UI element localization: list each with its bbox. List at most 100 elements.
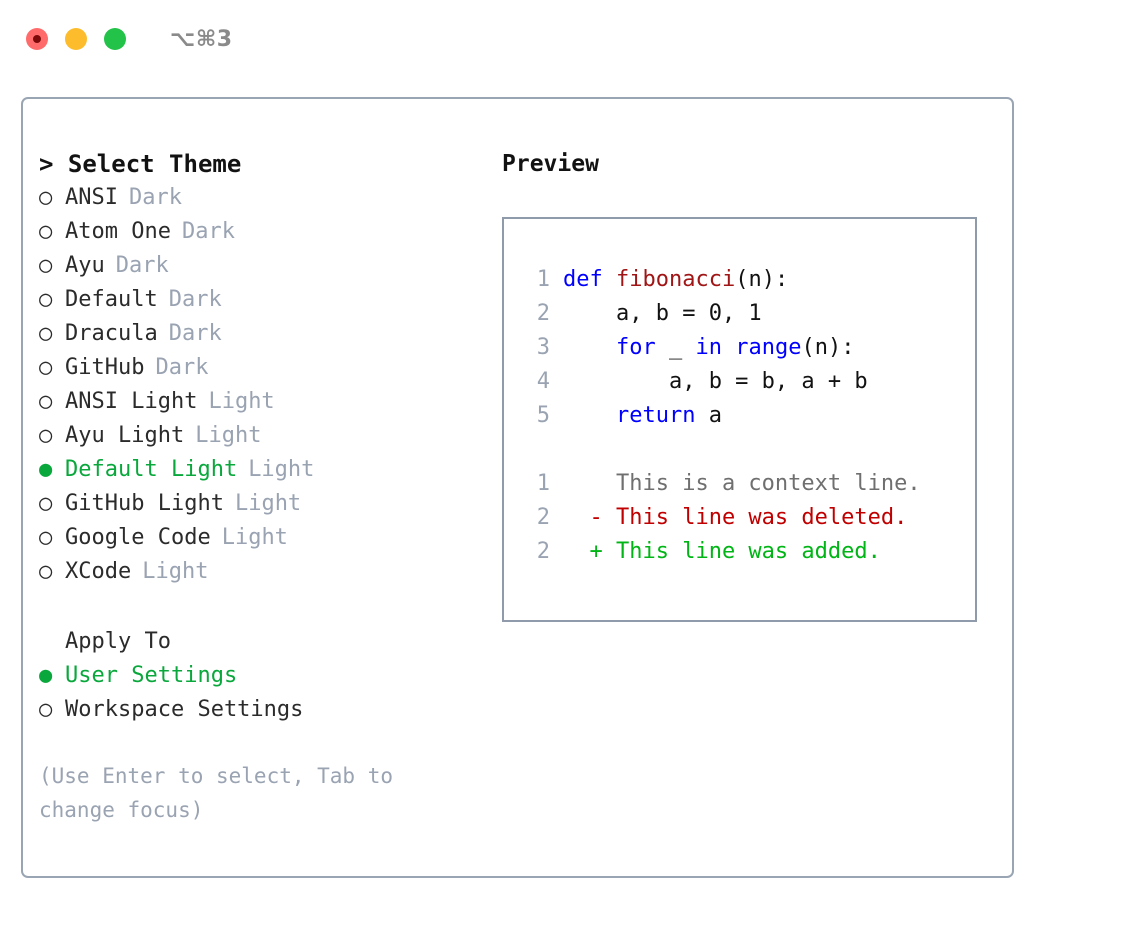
line-number: 4	[536, 369, 550, 394]
code-token: for	[615, 335, 656, 360]
theme-option[interactable]: ○ Ayu Dark	[39, 249, 489, 283]
diff-marker: -	[563, 505, 616, 530]
theme-variant-tag: Light	[195, 423, 262, 448]
line-number: 5	[536, 403, 550, 428]
radio-unselected-icon[interactable]: ○	[39, 559, 53, 584]
radio-unselected-icon[interactable]: ○	[39, 423, 53, 448]
theme-variant-tag: Light	[248, 457, 315, 482]
radio-unselected-icon[interactable]: ○	[39, 525, 53, 550]
radio-unselected-icon[interactable]: ○	[39, 491, 53, 516]
theme-option-label: ANSI	[65, 185, 118, 210]
code-token: a, b = 0, 1	[563, 301, 762, 326]
diff-line: 2 - This line was deleted.	[504, 501, 975, 535]
theme-variant-tag: Dark	[115, 253, 169, 278]
theme-option-label: GitHub Light	[65, 491, 224, 516]
theme-option-label: Default	[65, 287, 158, 312]
theme-option-label: Atom One	[65, 219, 171, 244]
line-number: 2	[536, 301, 550, 326]
minimize-button[interactable]	[65, 28, 87, 50]
apply-to-option-label: User Settings	[65, 663, 238, 688]
code-token: in	[695, 335, 722, 360]
code-token	[563, 403, 616, 428]
code-token: range	[735, 335, 802, 360]
radio-unselected-icon[interactable]: ○	[39, 321, 53, 346]
theme-variant-tag: Dark	[155, 355, 209, 380]
apply-to-heading: Apply To	[65, 629, 171, 654]
radio-unselected-icon[interactable]: ○	[39, 697, 53, 722]
code-line: 5 return a	[504, 399, 975, 433]
code-line-text: for _ in range(n):	[563, 331, 854, 365]
code-token: a, b = b, a + b	[563, 369, 868, 394]
code-token: a	[695, 403, 722, 428]
title-bar: ⌥⌘3	[0, 0, 1140, 78]
code-line: 1 def fibonacci(n):	[504, 263, 975, 297]
code-token: fibonacci	[615, 267, 736, 292]
code-token	[563, 335, 616, 360]
diff-line-text: This is a context line.	[563, 467, 921, 501]
theme-option[interactable]: ○ Ayu Light Light	[39, 419, 489, 453]
line-number: 2	[536, 539, 550, 564]
preview-heading: Preview	[502, 151, 599, 177]
theme-variant-tag: Dark	[128, 185, 182, 210]
theme-option-label: ANSI Light	[65, 389, 198, 414]
radio-selected-icon[interactable]: ●	[39, 457, 53, 482]
apply-to-list[interactable]: ● User Settings ○ Workspace Settings	[39, 659, 489, 727]
radio-unselected-icon[interactable]: ○	[39, 355, 53, 380]
radio-unselected-icon[interactable]: ○	[39, 219, 53, 244]
code-diff-separator	[504, 433, 975, 467]
radio-unselected-icon[interactable]: ○	[39, 253, 53, 278]
apply-to-option-label: Workspace Settings	[65, 697, 304, 722]
radio-unselected-icon[interactable]: ○	[39, 287, 53, 312]
theme-option[interactable]: ○ GitHub Dark	[39, 351, 489, 385]
theme-option[interactable]: ○ ANSI Dark	[39, 181, 489, 215]
list-spacer	[39, 589, 489, 625]
theme-option[interactable]: ○ XCode Light	[39, 555, 489, 589]
theme-option[interactable]: ○ Google Code Light	[39, 521, 489, 555]
select-theme-heading: > Select Theme	[39, 150, 242, 178]
code-token: (n):	[801, 335, 855, 360]
theme-option-label: Dracula	[65, 321, 158, 346]
radio-unselected-icon[interactable]: ○	[39, 185, 53, 210]
theme-option-label: Ayu Light	[65, 423, 185, 448]
maximize-button[interactable]	[104, 28, 126, 50]
theme-option-label: Google Code	[65, 525, 211, 550]
window-controls	[26, 28, 126, 50]
apply-to-option[interactable]: ● User Settings	[39, 659, 489, 693]
line-number: 1	[536, 471, 550, 496]
code-token: return	[615, 403, 696, 428]
apply-to-option[interactable]: ○ Workspace Settings	[39, 693, 489, 727]
code-line-text: a, b = b, a + b	[563, 365, 868, 399]
theme-variant-tag: Light	[142, 559, 209, 584]
theme-option-label: GitHub	[65, 355, 145, 380]
theme-variant-tag: Light	[221, 525, 288, 550]
diff-text: This line was deleted.	[615, 505, 908, 530]
diff-line-text: + This line was added.	[563, 535, 880, 569]
code-token: _	[655, 335, 696, 360]
code-token: (n):	[735, 267, 789, 292]
code-token: def	[563, 267, 616, 292]
code-token	[722, 335, 735, 360]
line-number: 1	[536, 267, 550, 292]
diff-marker	[563, 471, 616, 496]
theme-option-label: XCode	[65, 559, 132, 584]
close-button[interactable]	[26, 28, 48, 50]
radio-unselected-icon[interactable]: ○	[39, 389, 53, 414]
code-line-text: a, b = 0, 1	[563, 297, 762, 331]
diff-line: 2 + This line was added.	[504, 535, 975, 569]
radio-selected-icon[interactable]: ●	[39, 663, 53, 688]
theme-option-label: Ayu	[65, 253, 105, 278]
code-line: 3 for _ in range(n):	[504, 331, 975, 365]
diff-marker: +	[563, 539, 616, 564]
